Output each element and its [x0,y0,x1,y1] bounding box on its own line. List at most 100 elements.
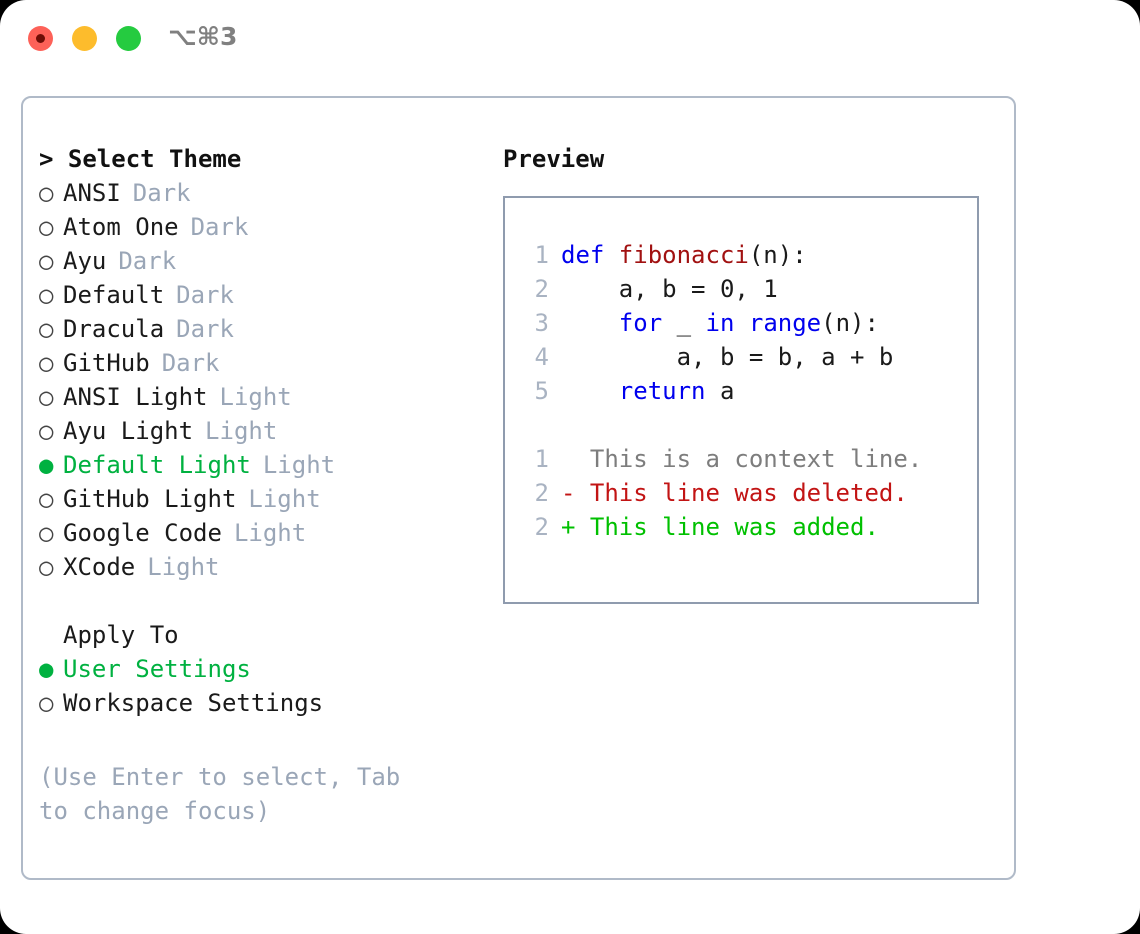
code-line-number: 1 [534,241,549,269]
theme-option-name: ANSI [63,179,121,207]
apply-to-option-name: User Settings [63,655,251,683]
code-token-kw: range [748,309,822,337]
code-token-plain: (n): [821,309,879,337]
code-line: 2 a, b = 0, 1 [521,272,922,306]
diff-text: This is a context line. [575,445,923,473]
window-titlebar: ⌥⌘3 [0,0,1140,78]
radio-unselected-icon: ○ [39,213,54,241]
apply-to-option-workspace-settings[interactable]: ○Workspace Settings [39,686,479,720]
theme-option-github-light[interactable]: ○ GitHub Light Light [39,482,479,516]
theme-option-tag: Light [248,485,321,513]
code-line: 4 a, b = b, a + b [521,340,922,374]
code-token-kw: in [705,309,735,337]
diff-text: This line was added. [575,513,879,541]
theme-option-ansi[interactable]: ○ ANSI Dark [39,176,479,210]
apply-to-list: ●User Settings○Workspace Settings [39,652,479,720]
diff-line-del: 2- This line was deleted. [521,476,922,510]
theme-option-name: Ayu Light [63,417,194,445]
theme-option-tag: Dark [132,179,191,207]
code-line-number: 5 [534,377,549,405]
code-diff-separator [521,408,922,442]
diff-line-ctx: 1 This is a context line. [521,442,923,476]
radio-selected-icon: ● [39,451,54,479]
code-token-kw: def [561,241,619,269]
theme-option-name: GitHub [63,349,150,377]
close-window-button[interactable] [28,26,53,51]
keyboard-hint-text: (Use Enter to select, Tab to change focu… [39,763,401,825]
minimize-window-button[interactable] [72,26,97,51]
theme-option-github[interactable]: ○ GitHub Dark [39,346,479,380]
code-line-content: def fibonacci(n): [561,238,807,272]
radio-unselected-icon: ○ [39,689,54,717]
list-spacer [39,584,479,618]
code-line: 1 def fibonacci(n): [521,238,922,272]
theme-option-tag: Light [262,451,336,479]
theme-option-tag: Light [233,519,307,547]
theme-option-google-code[interactable]: ○ Google Code Light [39,516,479,550]
theme-option-name: XCode [63,553,136,581]
theme-option-dracula[interactable]: ○ Dracula Dark [39,312,479,346]
code-line-number: 2 [534,275,549,303]
theme-option-ayu[interactable]: ○ Ayu Dark [39,244,479,278]
radio-unselected-icon: ○ [39,349,54,377]
theme-option-default-light[interactable]: ● Default Light Light [39,448,479,482]
theme-option-name: Google Code [63,519,222,547]
maximize-window-button[interactable] [116,26,141,51]
code-line-content: for _ in range(n): [561,306,879,340]
code-line-content: a, b = 0, 1 [561,272,778,306]
radio-unselected-icon: ○ [39,519,54,547]
code-line: 3 for _ in range(n): [521,306,922,340]
code-token-plain: _ [662,309,706,337]
radio-unselected-icon: ○ [39,281,54,309]
theme-option-name: ANSI Light [63,383,208,411]
radio-unselected-icon: ○ [39,315,54,343]
theme-option-tag: Dark [118,247,177,275]
diff-marker: - [561,479,576,507]
radio-unselected-icon: ○ [39,485,54,513]
theme-option-tag: Dark [161,349,220,377]
theme-option-name: GitHub Light [63,485,237,513]
code-line-content: return a [561,374,735,408]
apply-to-option-user-settings[interactable]: ●User Settings [39,652,479,686]
radio-unselected-icon: ○ [39,179,54,207]
theme-option-name: Default [63,281,165,309]
theme-option-name: Ayu [63,247,107,275]
radio-unselected-icon: ○ [39,417,54,445]
theme-option-name: Dracula [63,315,165,343]
keyboard-shortcut-label: ⌥⌘3 [168,22,238,51]
theme-option-name: Default Light [63,451,251,479]
diff-marker [561,442,575,476]
code-line-content: a, b = b, a + b [561,340,894,374]
radio-unselected-icon: ○ [39,247,54,275]
diff-line-number: 2 [534,513,549,541]
code-line-number: 4 [534,343,549,371]
code-token-kw: for [618,309,663,337]
diff-line-add: 2 + This line was added. [521,510,922,544]
code-token-plain [561,377,619,405]
code-token-plain: (n): [748,241,807,269]
apply-to-heading-row: Apply To [39,618,479,652]
diff-marker: + [561,513,576,541]
preview-title: Preview [503,145,605,173]
traffic-light-buttons [28,26,141,51]
code-token-fn: fibonacci [618,241,749,269]
code-token-plain: a, b = 0, 1 [561,275,778,303]
code-token-plain: a [705,377,735,405]
theme-option-tag: Light [147,553,220,581]
apply-to-heading: Apply To [63,621,179,649]
theme-option-tag: Dark [176,315,234,343]
code-token-plain: a, b = b, a + b [561,343,894,371]
code-token-plain [734,309,748,337]
